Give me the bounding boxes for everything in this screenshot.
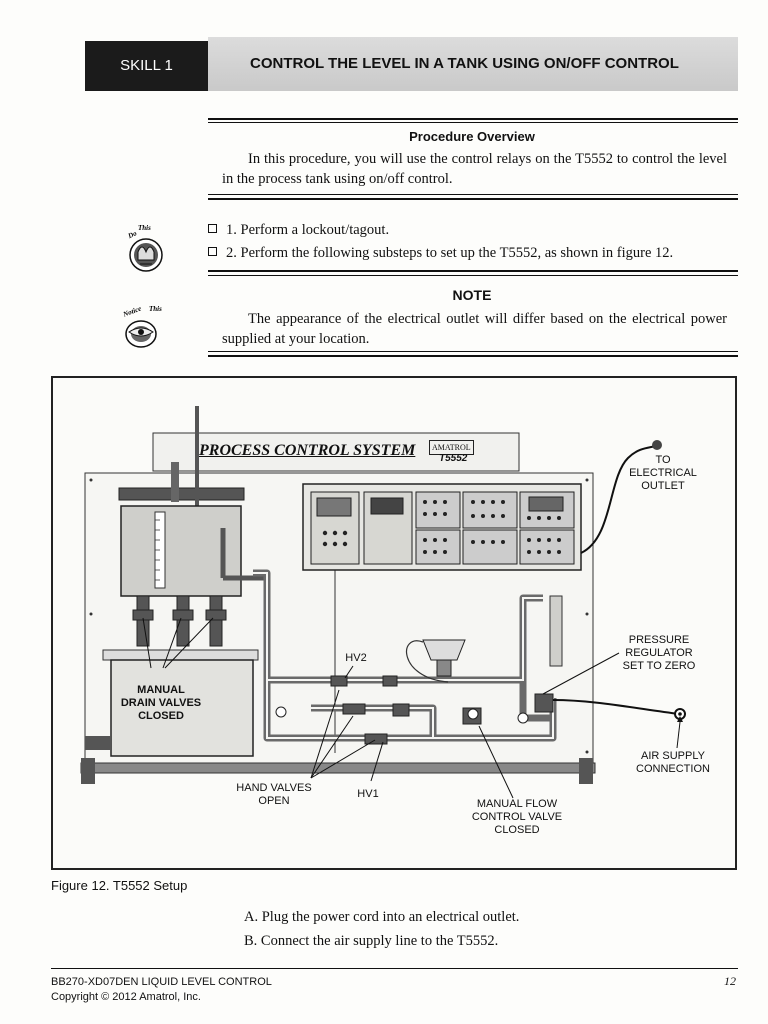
divider: [208, 118, 738, 120]
note-text: The appearance of the electrical outlet …: [222, 311, 727, 347]
substep-b: B. Connect the air supply line to the T5…: [244, 933, 499, 949]
brand-label: AMATROL: [429, 440, 474, 455]
divider: [208, 122, 738, 123]
divider: [208, 351, 738, 352]
model-label: T5552: [439, 453, 468, 464]
figure-caption: Figure 12. T5552 Setup: [51, 878, 188, 893]
svg-text:This: This: [149, 305, 162, 313]
divider: [208, 355, 738, 357]
footer-divider: [51, 968, 738, 969]
divider: [208, 194, 738, 195]
skill-badge: SKILL 1: [85, 41, 208, 91]
do-this-icon: Do This: [118, 222, 174, 283]
note-heading: NOTE: [452, 287, 492, 303]
panel-title: PROCESS CONTROL SYSTEM: [199, 442, 416, 459]
page-title: CONTROL THE LEVEL IN A TANK USING ON/OFF…: [208, 37, 738, 91]
notice-this-icon: Notice This: [117, 302, 175, 357]
list-item: 1. Perform a lockout/tagout.: [208, 220, 389, 240]
list-item: 2. Perform the following substeps to set…: [208, 243, 673, 263]
svg-text:Do: Do: [126, 229, 138, 240]
overview-text: In this procedure, you will use the cont…: [222, 151, 727, 187]
checkbox-icon[interactable]: [208, 224, 217, 233]
substep-a: A. Plug the power cord into an electrica…: [244, 909, 520, 925]
overview-heading: Procedure Overview: [409, 129, 535, 144]
divider: [208, 198, 738, 200]
footer-doc-id: BB270-XD07DEN LIQUID LEVEL CONTROL: [51, 976, 272, 988]
divider: [208, 275, 738, 276]
svg-text:Notice: Notice: [121, 305, 142, 319]
divider: [208, 270, 738, 272]
hv1-label: HV1: [357, 788, 379, 800]
hv2-label: HV2: [345, 652, 367, 664]
page-number: 12: [724, 974, 736, 988]
svg-text:This: This: [138, 224, 151, 232]
footer-copyright: Copyright © 2012 Amatrol, Inc.: [51, 991, 201, 1003]
checkbox-icon[interactable]: [208, 247, 217, 256]
t5552-diagram: [80, 406, 686, 799]
